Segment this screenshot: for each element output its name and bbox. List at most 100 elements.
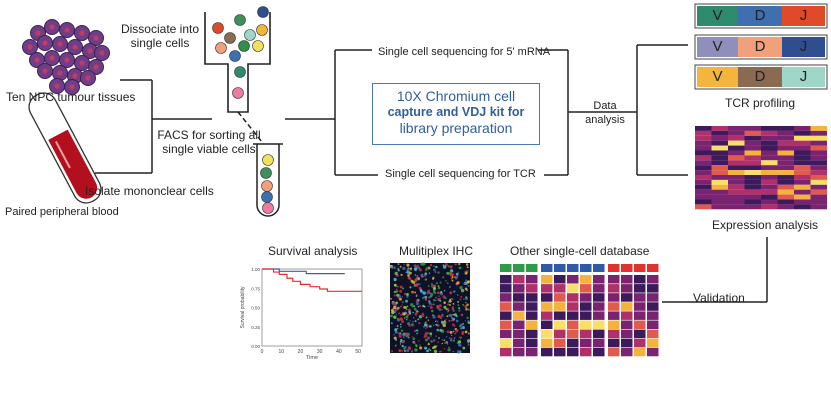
facs-label: FACS for sorting all single viable cells [140,128,278,156]
ihc-speck [440,320,444,324]
ihc-speck [464,301,467,304]
ihc-speck [437,324,440,327]
ihc-speck [452,330,455,333]
heatmap-cell [794,140,811,146]
ihc-speck [419,346,423,350]
survival-curve [262,268,345,275]
heatmap-cell [711,189,728,195]
ihc-speck [437,285,440,287]
heatmap-cell [794,170,811,175]
heatmap-cell [810,150,827,156]
ihc-speck [462,323,465,325]
ihc-speck [464,304,468,308]
ihc-speck [428,296,430,298]
ihc-speck [411,305,414,308]
heatmap-cell [810,140,827,146]
heatmap-cell [794,189,811,195]
heatmap-cell [728,184,745,190]
db-heatmap-cell [567,275,579,284]
ihc-speck [417,264,420,267]
ihc-speck [434,271,437,274]
heatmap-cell [777,179,794,185]
heatmap-cell [777,155,794,161]
db-heatmap-cell [554,347,566,357]
heatmap-cell [810,189,827,195]
ihc-speck [402,266,406,271]
db-heatmap-cell [634,320,646,329]
heatmap-cell [794,184,811,190]
db-heatmap-cell [541,275,553,284]
ihc-speck [464,271,466,273]
ihc-speck [401,349,404,352]
sorting-dashed-arrow [237,111,263,143]
db-heatmap-cell [513,320,525,329]
ihc-speck [397,269,400,272]
ihc-speck [401,344,404,348]
db-heatmap-cell [554,320,566,329]
db-header-cell [567,264,579,272]
ihc-speck [443,301,446,304]
db-heatmap-cell [526,347,538,357]
tumour-nucleus [27,44,33,50]
heatmap-cell [695,199,712,205]
tumour-nucleus [64,27,70,33]
heatmap-cell [777,199,794,205]
facs-line1: FACS for sorting all [157,128,261,142]
validation-label: Validation [693,291,745,305]
ihc-speck [415,295,418,297]
db-heatmap-cell [526,329,538,339]
heatmap-cell [810,126,827,131]
ihc-speck [443,265,447,269]
heatmap-cell [744,170,761,175]
ihc-speck [400,338,403,342]
heatmap-cell [761,145,778,151]
ihc-speck [429,292,431,294]
ihc-speck [395,288,398,291]
ihc-speck [442,295,446,299]
single-cell [256,24,268,36]
ihc-speck [456,294,459,296]
ihc-speck [466,339,471,343]
db-heatmap-cell [621,347,633,357]
ihc-speck [406,263,410,267]
ihc-speck [464,287,468,290]
db-heatmap-cell [500,302,512,311]
ihc-speck [397,263,400,266]
ihc-speck [424,323,428,327]
db-heatmap-cell [513,347,525,357]
ihc-speck [420,289,423,293]
data-analysis-line1: Data [593,100,617,112]
ihc-speck [466,316,469,319]
survival-y-tick: 0.00 [251,344,260,349]
ihc-speck [419,344,421,346]
ihc-speck [401,301,404,304]
dissociate-line2: single cells [130,36,190,50]
ihc-speck [396,293,400,297]
survival-analysis-label: Survival analysis [268,244,358,258]
ihc-speck [433,268,436,272]
db-heatmap-cell [608,293,620,302]
heatmap-cell [794,126,811,131]
ihc-speck [455,329,459,333]
ihc-speck [409,286,412,289]
ihc-speck [420,315,422,317]
ihc-speck [450,273,454,277]
db-heatmap-cell [541,284,553,293]
ihc-speck [399,305,402,308]
db-heatmap-cell [647,320,659,329]
survival-y-label: Survival probability [240,286,246,328]
ihc-speck [429,295,432,298]
db-heatmap-cell [608,338,620,348]
db-heatmap-cell [526,293,538,302]
ihc-speck [426,349,429,353]
db-heatmap-cell [580,338,592,348]
ihc-speck [433,299,436,302]
heatmap-cell [744,204,761,210]
ihc-speck [433,287,437,290]
ihc-speck [393,333,395,336]
ihc-speck [429,349,432,352]
heatmap-cell [794,130,811,136]
ihc-speck [395,314,397,316]
seq-tcr-label: Single cell sequencing for TCR [385,168,536,180]
vdj-segment-v: V [697,6,738,26]
